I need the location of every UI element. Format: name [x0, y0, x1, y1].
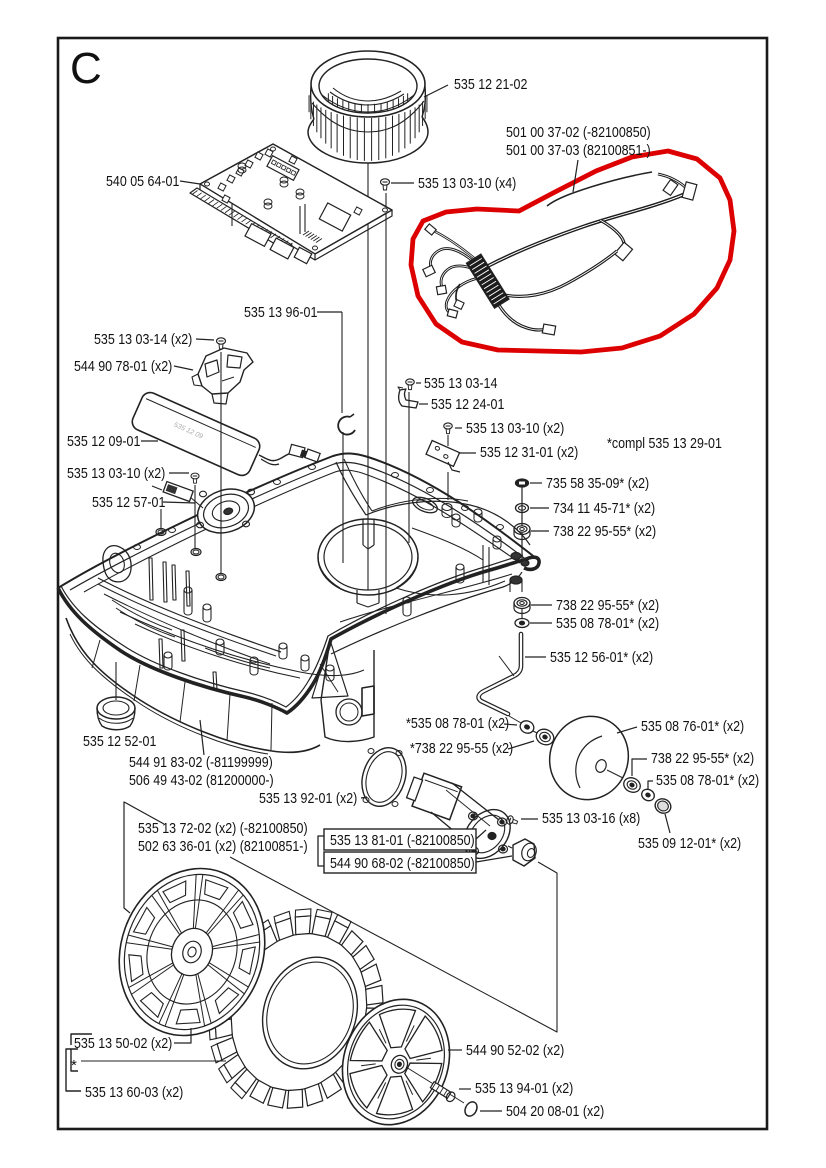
svg-text:544 90 78-01 (x2): 544 90 78-01 (x2) — [74, 358, 172, 375]
svg-text:504 20 08-01 (x2): 504 20 08-01 (x2) — [506, 1103, 604, 1120]
svg-text:535 12 31-01 (x2): 535 12 31-01 (x2) — [480, 444, 578, 461]
svg-text:535 12 52-01: 535 12 52-01 — [83, 733, 156, 750]
svg-text:540 05 64-01: 540 05 64-01 — [106, 173, 179, 190]
svg-text:535 12 09-01: 535 12 09-01 — [67, 433, 140, 450]
svg-text:535 09 12-01* (x2): 535 09 12-01* (x2) — [638, 835, 741, 852]
svg-text:535 12 21-02: 535 12 21-02 — [454, 76, 527, 93]
svg-text:535 13 50-02 (x2): 535 13 50-02 (x2) — [74, 1035, 172, 1052]
svg-text:735 58 35-09* (x2): 735 58 35-09* (x2) — [546, 475, 649, 492]
svg-text:535 13 72-02 (x2) (-82100850): 535 13 72-02 (x2) (-82100850) — [138, 820, 308, 837]
svg-text:*535 08 78-01 (x2): *535 08 78-01 (x2) — [406, 715, 509, 732]
svg-text:*738 22 95-55 (x2): *738 22 95-55 (x2) — [410, 740, 513, 757]
svg-text:535 13 60-03 (x2): 535 13 60-03 (x2) — [85, 1084, 183, 1101]
svg-text:535 13 03-10 (x2): 535 13 03-10 (x2) — [466, 420, 564, 437]
svg-text:501 00 37-02 (-82100850): 501 00 37-02 (-82100850) — [506, 124, 651, 141]
svg-text:738 22 95-55* (x2): 738 22 95-55* (x2) — [651, 750, 754, 767]
svg-text:535 13 03-14: 535 13 03-14 — [424, 375, 497, 392]
svg-text:502 63 36-01 (x2) (82100851-): 502 63 36-01 (x2) (82100851-) — [138, 838, 308, 855]
svg-text:734 11 45-71* (x2): 734 11 45-71* (x2) — [553, 500, 655, 517]
svg-text:535 12 24-01: 535 12 24-01 — [431, 396, 504, 413]
svg-text:535 12 57-01: 535 12 57-01 — [92, 494, 165, 511]
svg-text:738 22 95-55* (x2): 738 22 95-55* (x2) — [556, 597, 659, 614]
svg-text:535 13 03-16 (x8): 535 13 03-16 (x8) — [542, 810, 640, 827]
svg-text:535 13 03-10 (x2): 535 13 03-10 (x2) — [67, 465, 165, 482]
svg-text:*: * — [71, 1057, 77, 1074]
svg-text:501 00 37-03 (82100851-): 501 00 37-03 (82100851-) — [506, 142, 651, 159]
svg-text:535 13 92-01 (x2): 535 13 92-01 (x2) — [259, 790, 357, 807]
svg-text:544 90 68-02 (-82100850): 544 90 68-02 (-82100850) — [330, 855, 475, 872]
svg-text:535 13 81-01 (-82100850): 535 13 81-01 (-82100850) — [330, 832, 475, 849]
svg-text:535 12 56-01* (x2): 535 12 56-01* (x2) — [550, 649, 653, 666]
svg-text:535 13 96-01: 535 13 96-01 — [244, 304, 317, 321]
svg-text:535 08 76-01* (x2): 535 08 76-01* (x2) — [641, 718, 744, 735]
svg-text:535 13 03-14 (x2): 535 13 03-14 (x2) — [94, 331, 192, 348]
svg-text:544 91 83-02 (-81199999): 544 91 83-02 (-81199999) — [129, 754, 273, 771]
svg-text:738 22 95-55* (x2): 738 22 95-55* (x2) — [553, 523, 656, 540]
svg-text:535 13 94-01 (x2): 535 13 94-01 (x2) — [475, 1080, 573, 1097]
svg-text:544 90 52-02 (x2): 544 90 52-02 (x2) — [466, 1042, 564, 1059]
svg-text:C: C — [70, 44, 102, 93]
svg-text:535 08 78-01* (x2): 535 08 78-01* (x2) — [556, 615, 659, 632]
svg-text:535 08 78-01* (x2): 535 08 78-01* (x2) — [656, 772, 759, 789]
svg-text:*compl 535 13 29-01: *compl 535 13 29-01 — [607, 435, 722, 452]
svg-text:535 13 03-10 (x4): 535 13 03-10 (x4) — [418, 175, 516, 192]
svg-text:506 49 43-02 (81200000-): 506 49 43-02 (81200000-) — [129, 772, 274, 789]
